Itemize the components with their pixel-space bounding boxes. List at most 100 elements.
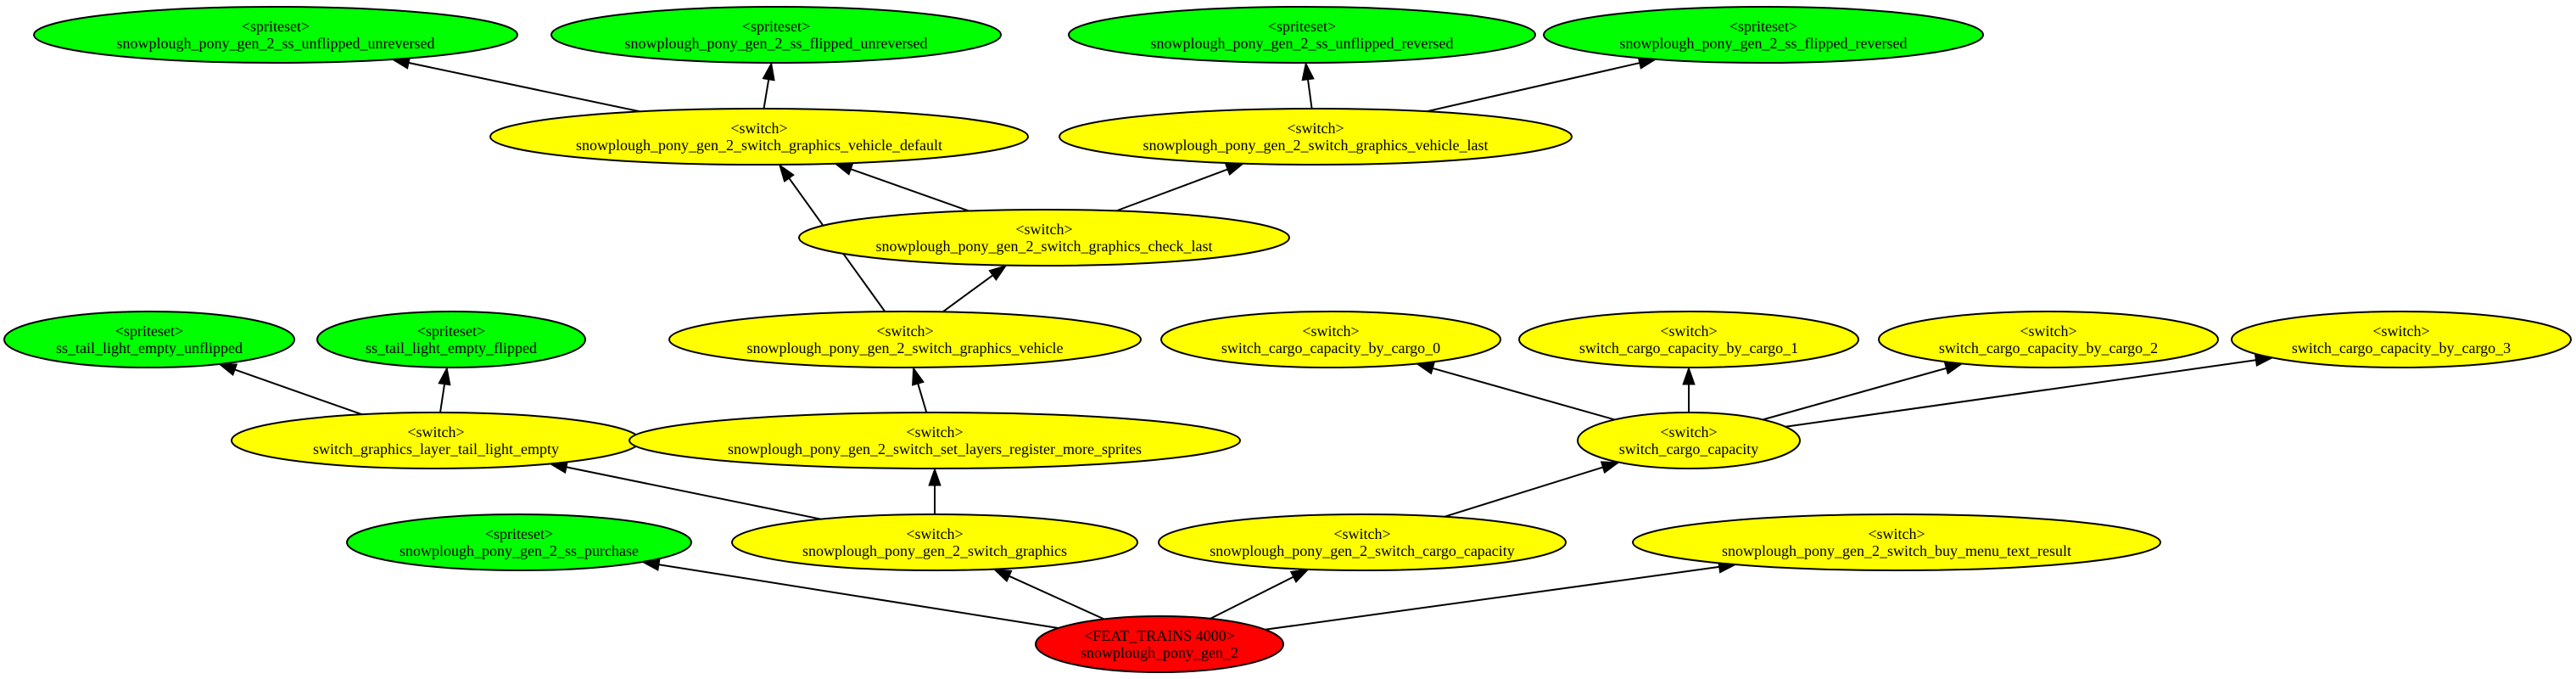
node-name-label: snowplough_pony_gen_2_switch_cargo_capac… <box>1210 542 1515 559</box>
arrowhead-icon <box>912 366 925 386</box>
node-name-label: snowplough_pony_gen_2_ss_unflipped_rever… <box>1151 35 1454 52</box>
node-ss-tail-flipped[interactable]: <spriteset>ss_tail_light_empty_flipped <box>316 311 586 368</box>
edge-sw-graphics-to-sw-layer-tail-light <box>548 460 822 520</box>
node-sw-pony-cargo-capacity[interactable]: <switch>snowplough_pony_gen_2_switch_car… <box>1158 513 1567 571</box>
edge-sw-layer-tail-light-to-ss-tail-flipped <box>438 366 451 413</box>
edge-sw-graphics-vehicle-to-sw-graphics-check-last <box>942 264 1008 313</box>
node-sw-cargo-capacity[interactable]: <switch>switch_cargo_capacity <box>1577 412 1801 469</box>
switch-ellipse <box>731 513 1138 571</box>
switch-ellipse <box>1878 311 2219 368</box>
edge-line <box>850 168 969 212</box>
node-ss-purchase[interactable]: <spriteset>snowplough_pony_gen_2_ss_purc… <box>346 513 692 571</box>
edge-line <box>1785 359 2256 428</box>
node-sw-layer-tail-light[interactable]: <switch>switch_graphics_layer_tail_light… <box>231 412 641 469</box>
node-name-label: snowplough_pony_gen_2_switch_graphics_ve… <box>747 340 1064 356</box>
node-type-label: <spriteset> <box>1268 18 1336 35</box>
node-type-label: <spriteset> <box>485 525 553 542</box>
edge-line <box>917 383 928 413</box>
node-feat-root[interactable]: <FEAT_TRAINS 4000>snowplough_pony_gen_2 <box>1035 615 1284 673</box>
arrowhead-icon <box>778 163 795 183</box>
node-type-label: <switch> <box>1660 424 1717 441</box>
edge-line <box>1763 367 1947 421</box>
edge-sw-set-layers-to-sw-graphics-vehicle <box>912 366 928 413</box>
node-sw-cargo-cap-3[interactable]: <switch>switch_cargo_capacity_by_cargo_3 <box>2231 311 2572 368</box>
node-type-label: <spriteset> <box>742 18 810 35</box>
node-sw-graphics-check-last[interactable]: <switch>snowplough_pony_gen_2_switch_gra… <box>798 209 1290 267</box>
switch-ellipse <box>1632 513 2161 571</box>
switch-ellipse <box>629 412 1241 469</box>
spriteset-ellipse <box>1068 6 1536 64</box>
edge-line <box>1444 466 1603 518</box>
spriteset-ellipse <box>316 311 586 368</box>
node-sw-cargo-cap-1[interactable]: <switch>switch_cargo_capacity_by_cargo_1 <box>1518 311 1859 368</box>
edge-line <box>566 466 822 520</box>
node-sw-graphics-vehicle-last[interactable]: <switch>snowplough_pony_gen_2_switch_gra… <box>1059 108 1573 166</box>
node-sw-graphics-vehicle[interactable]: <switch>snowplough_pony_gen_2_switch_gra… <box>668 311 1142 368</box>
node-sw-set-layers[interactable]: <switch>snowplough_pony_gen_2_switch_set… <box>629 412 1241 469</box>
node-name-label: switch_cargo_capacity <box>1619 441 1759 457</box>
edge-line <box>1265 565 1719 631</box>
edge-line <box>1009 575 1105 620</box>
node-name-label: snowplough_pony_gen_2_switch_graphics_ch… <box>876 238 1213 255</box>
arrowhead-icon <box>438 366 451 386</box>
node-name-label: snowplough_pony_gen_2_switch_set_layers_… <box>728 441 1142 457</box>
node-ss-flipped-reversed[interactable]: <spriteset>snowplough_pony_gen_2_ss_flip… <box>1543 6 1984 64</box>
node-type-label: <switch> <box>1287 120 1344 137</box>
switch-ellipse <box>1158 513 1567 571</box>
node-name-label: switch_cargo_capacity_by_cargo_0 <box>1221 340 1440 356</box>
node-ss-unflipped-unreversed[interactable]: <spriteset>snowplough_pony_gen_2_ss_unfl… <box>33 6 518 64</box>
edge-sw-graphics-vehicle-last-to-ss-flipped-reversed <box>1426 56 1657 113</box>
node-type-label: <spriteset> <box>115 323 183 340</box>
arrowhead-icon <box>1224 163 1245 177</box>
node-type-label: <switch> <box>906 525 963 542</box>
node-ss-tail-unflipped[interactable]: <spriteset>ss_tail_light_empty_unflipped <box>3 311 295 368</box>
arrowhead-icon <box>217 363 238 377</box>
node-sw-buy-menu-text[interactable]: <switch>snowplough_pony_gen_2_switch_buy… <box>1632 513 2161 571</box>
spriteset-ellipse <box>33 6 518 64</box>
node-sw-cargo-cap-2[interactable]: <switch>switch_cargo_capacity_by_cargo_2 <box>1878 311 2219 368</box>
switch-ellipse <box>668 311 1142 368</box>
arrowhead-icon <box>928 467 942 486</box>
node-sw-graphics[interactable]: <switch>snowplough_pony_gen_2_switch_gra… <box>731 513 1138 571</box>
edge-sw-graphics-check-last-to-sw-graphics-vehicle-default <box>833 163 969 212</box>
node-name-label: switch_cargo_capacity_by_cargo_2 <box>1939 340 2158 356</box>
node-type-label: <spriteset> <box>242 18 310 35</box>
edge-line <box>1115 168 1228 212</box>
node-name-label: snowplough_pony_gen_2_switch_graphics_ve… <box>1143 137 1489 154</box>
arrowhead-icon <box>1600 461 1621 474</box>
edge-feat-root-to-sw-graphics <box>992 568 1105 620</box>
node-type-label: <spriteset> <box>417 323 485 340</box>
node-name-label: snowplough_pony_gen_2_switch_buy_menu_te… <box>1722 542 2071 559</box>
node-name-label: switch_cargo_capacity_by_cargo_3 <box>2292 340 2511 356</box>
edge-line <box>1307 79 1313 109</box>
node-type-label: <switch> <box>407 424 464 441</box>
node-type-label: <switch> <box>876 323 933 340</box>
edge-sw-graphics-vehicle-last-to-ss-unflipped-reversed <box>1301 61 1315 109</box>
switch-ellipse <box>1518 311 1859 368</box>
node-sw-cargo-cap-0[interactable]: <switch>switch_cargo_capacity_by_cargo_0 <box>1160 311 1501 368</box>
arrowhead-icon <box>762 61 775 81</box>
arrowhead-icon <box>1682 366 1696 385</box>
switch-ellipse <box>2231 311 2572 368</box>
edge-sw-cargo-capacity-to-sw-cargo-cap-2 <box>1763 362 1964 421</box>
spriteset-ellipse <box>346 513 692 571</box>
switch-ellipse <box>1160 311 1501 368</box>
node-ss-flipped-unreversed[interactable]: <spriteset>snowplough_pony_gen_2_ss_flip… <box>550 6 1002 64</box>
node-name-label: switch_graphics_layer_tail_light_empty <box>313 441 559 457</box>
node-ss-unflipped-reversed[interactable]: <spriteset>snowplough_pony_gen_2_ss_unfl… <box>1068 6 1536 64</box>
edge-sw-layer-tail-light-to-ss-tail-unflipped <box>217 363 362 416</box>
spriteset-ellipse <box>3 311 295 368</box>
spriteset-ellipse <box>1543 6 1984 64</box>
edge-line <box>1210 575 1294 620</box>
edge-sw-graphics-to-sw-set-layers <box>928 467 942 514</box>
edge-sw-graphics-check-last-to-sw-graphics-vehicle-last <box>1115 163 1245 212</box>
node-name-label: snowplough_pony_gen_2_ss_flipped_unrever… <box>625 35 928 52</box>
arrowhead-icon <box>833 163 854 176</box>
edge-feat-root-to-sw-pony-cargo-capacity <box>1210 569 1310 620</box>
node-type-label: <switch> <box>730 120 787 137</box>
switch-ellipse <box>1059 108 1573 166</box>
node-type-label: <switch> <box>1868 525 1925 542</box>
node-sw-graphics-vehicle-default[interactable]: <switch>snowplough_pony_gen_2_switch_gra… <box>489 108 1029 166</box>
edge-line <box>439 384 445 413</box>
